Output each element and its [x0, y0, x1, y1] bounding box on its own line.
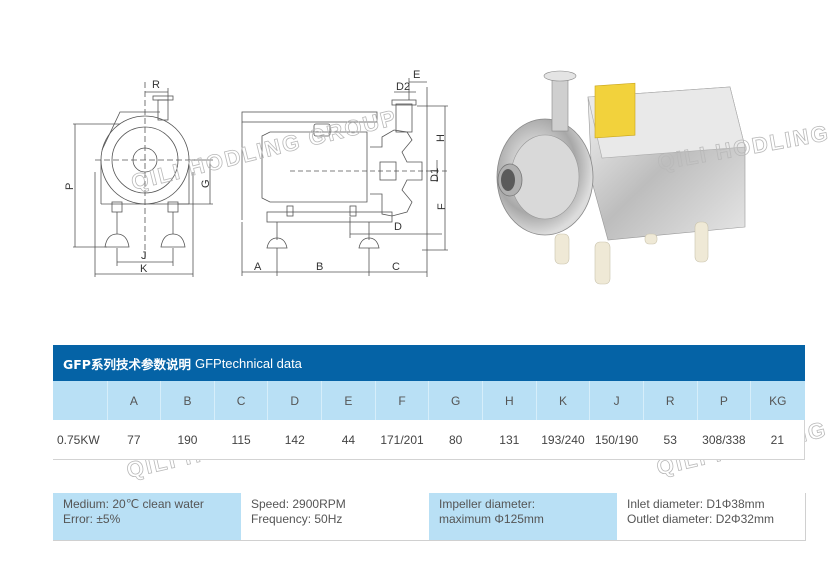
cell-a: 77: [107, 420, 161, 460]
spec-panels: Medium: 20℃ clean water Error: ±5% Speed…: [53, 493, 806, 541]
dim-label-d1: D1: [429, 168, 441, 182]
dim-label-d2: D2: [396, 81, 410, 93]
dim-label-g: G: [200, 179, 212, 188]
column-header-d: D: [267, 381, 323, 420]
spec-line: Outlet diameter: D2Φ32mm: [627, 512, 774, 526]
dim-label-d: D: [394, 221, 402, 233]
data-grid: A B C D E F G H K J R P KG 0.75KW 77 190…: [53, 381, 805, 460]
column-header-a: A: [107, 381, 162, 420]
spec-medium: Medium: 20℃ clean water Error: ±5%: [53, 493, 241, 540]
column-header-e: E: [321, 381, 376, 420]
dim-label-r: R: [152, 79, 160, 91]
cell-p: 308/338: [697, 420, 751, 460]
table-row: 0.75KW 77 190 115 142 44 171/201 80 131 …: [53, 420, 805, 460]
dim-label-e: E: [413, 69, 420, 81]
dim-label-f: F: [436, 203, 448, 210]
table-title-en: GFPtechnical data: [194, 355, 302, 371]
dim-label-c: C: [392, 261, 400, 273]
cell-e: 44: [321, 420, 376, 460]
dim-label-j: J: [141, 250, 147, 262]
column-header-j: J: [589, 381, 644, 420]
column-header-f: F: [375, 381, 430, 420]
column-header-p: P: [697, 381, 752, 420]
side-view-drawing: E D2 H D1 F D A B C: [241, 69, 448, 277]
technical-data-table: GFP系列技术参数说明 GFPtechnical data A B C D E …: [53, 345, 805, 460]
column-header-kg: KG: [750, 381, 805, 420]
column-header-c: C: [214, 381, 269, 420]
cell-h: 131: [482, 420, 537, 460]
column-header-h: H: [482, 381, 537, 420]
spec-impeller: Impeller diameter: maximum Φ125mm: [429, 493, 617, 540]
column-header-r: R: [643, 381, 698, 420]
cell-r: 53: [643, 420, 698, 460]
table-title-cn: GFP系列技术参数说明: [63, 356, 191, 372]
cell-b: 190: [160, 420, 215, 460]
spec-speed: Speed: 2900RPM Frequency: 50Hz: [241, 493, 429, 540]
dim-label-a: A: [254, 261, 262, 273]
spec-line: Speed: 2900RPM: [251, 497, 346, 511]
cell-power: 0.75KW: [53, 420, 107, 460]
dim-label-p: P: [64, 183, 76, 190]
table-title-bar: GFP系列技术参数说明 GFPtechnical data: [53, 345, 805, 381]
cell-kg: 21: [750, 420, 805, 460]
table-header-row: A B C D E F G H K J R P KG: [53, 381, 805, 420]
spec-line: Frequency: 50Hz: [251, 512, 343, 526]
spec-line: maximum Φ125mm: [439, 512, 544, 526]
cell-j: 150/190: [589, 420, 644, 460]
cell-c: 115: [214, 420, 268, 460]
dim-label-h: H: [435, 134, 447, 142]
pump-product-photo: [496, 70, 746, 285]
cell-g: 80: [428, 420, 483, 460]
column-header-b: B: [160, 381, 215, 420]
dim-label-b: B: [316, 261, 323, 273]
spec-line: Impeller diameter:: [439, 497, 536, 511]
spec-line: Inlet diameter: D1Φ38mm: [627, 497, 765, 511]
column-header-k: K: [536, 381, 591, 420]
spec-diameters: Inlet diameter: D1Φ38mm Outlet diameter:…: [617, 493, 805, 540]
cell-f: 171/201: [375, 420, 429, 460]
spec-line: Medium: 20℃ clean water: [63, 497, 204, 511]
column-header-g: G: [428, 381, 483, 420]
cell-k: 193/240: [536, 420, 590, 460]
front-view-drawing: R P G J K: [64, 79, 213, 277]
column-header: [53, 381, 108, 420]
cell-d: 142: [267, 420, 322, 460]
spec-line: Error: ±5%: [63, 512, 121, 526]
dim-label-k: K: [140, 263, 148, 275]
